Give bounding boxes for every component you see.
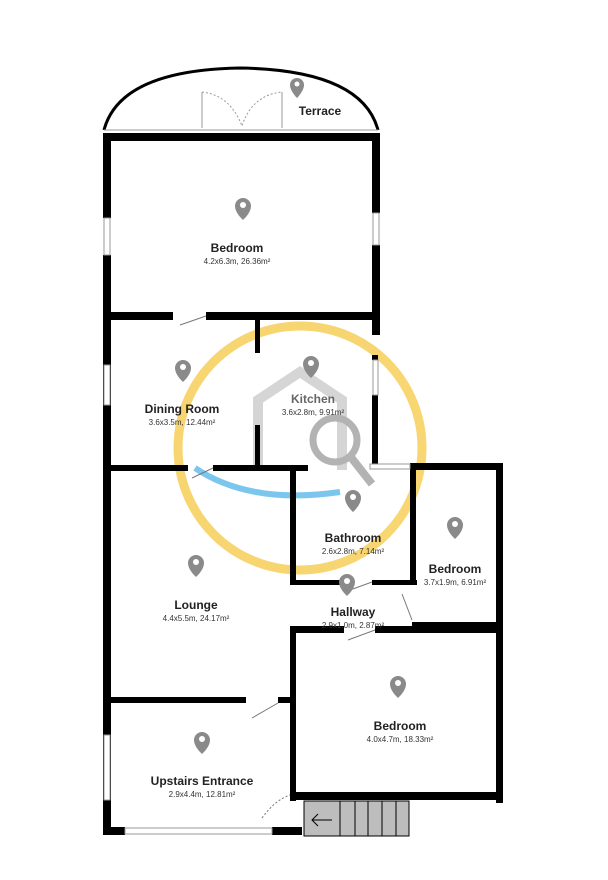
room-dims: 3.6x2.8m, 9.91m²	[281, 408, 345, 417]
wave-icon	[193, 465, 341, 499]
room-dims: 4.2x6.3m, 26.36m²	[203, 257, 271, 266]
terrace-door	[201, 91, 283, 128]
room-label-bathroom: Bathroom 2.6x2.8m, 7.14m²	[322, 531, 384, 556]
room-label-bedroom-3: Bedroom 4.0x4.7m, 18.33m²	[367, 719, 434, 744]
location-pins	[175, 78, 463, 754]
room-label-lounge: Lounge 4.4x5.5m, 24.17m²	[163, 598, 230, 623]
stairs	[303, 800, 410, 837]
pin-icon	[447, 517, 463, 539]
room-dims: 4.0x4.7m, 18.33m²	[366, 735, 434, 744]
pin-icon	[303, 356, 319, 378]
terrace-outline	[102, 66, 380, 131]
room-label-bedroom-2: Bedroom 3.7x1.9m, 6.91m²	[424, 562, 486, 587]
room-dims: 2.9x1.0m, 2.87m²	[321, 621, 385, 630]
room-dims: 2.9x4.4m, 12.81m²	[168, 790, 236, 799]
magnifier-icon	[309, 414, 376, 487]
house-icon	[253, 365, 347, 470]
room-label-dining-room: Dining Room 3.6x3.5m, 12.44m²	[145, 402, 220, 427]
room-dims: 3.7x1.9m, 6.91m²	[423, 578, 487, 587]
pin-icon	[188, 555, 204, 577]
room-label-hallway: Hallway 2.9x1.0m, 2.87m²	[322, 605, 384, 630]
room-name: Bedroom	[428, 562, 482, 576]
room-label-upstairs-entrance: Upstairs Entrance 2.9x4.4m, 12.81m²	[151, 774, 254, 799]
room-name: Dining Room	[144, 402, 220, 416]
room-label-bedroom-1: Bedroom 4.2x6.3m, 26.36m²	[204, 241, 271, 266]
room-name: Upstairs Entrance	[150, 774, 254, 788]
room-name: Lounge	[174, 598, 218, 612]
pin-icon	[345, 490, 361, 512]
walls	[103, 133, 503, 835]
windows	[103, 212, 411, 835]
pin-icon	[290, 78, 304, 98]
pin-icon	[390, 676, 406, 698]
room-label-terrace: Terrace	[299, 104, 341, 118]
pin-icon	[339, 574, 355, 596]
room-label-kitchen: Kitchen 3.6x2.8m, 9.91m²	[282, 392, 344, 417]
room-name: Terrace	[298, 104, 342, 118]
room-name: Bedroom	[373, 719, 427, 733]
room-name: Bathroom	[324, 531, 382, 545]
room-name: Kitchen	[290, 392, 335, 406]
room-dims: 3.6x3.5m, 12.44m²	[148, 418, 216, 427]
watermark-logo	[173, 321, 427, 575]
doors	[179, 315, 413, 819]
room-dims: 4.4x5.5m, 24.17m²	[162, 614, 230, 623]
room-name: Hallway	[330, 605, 376, 619]
arrow-left-icon	[311, 813, 332, 827]
pin-icon	[235, 198, 251, 220]
pin-icon	[175, 360, 191, 382]
room-name: Bedroom	[210, 241, 264, 255]
pin-icon	[194, 732, 210, 754]
room-dims: 2.6x2.8m, 7.14m²	[321, 547, 385, 556]
